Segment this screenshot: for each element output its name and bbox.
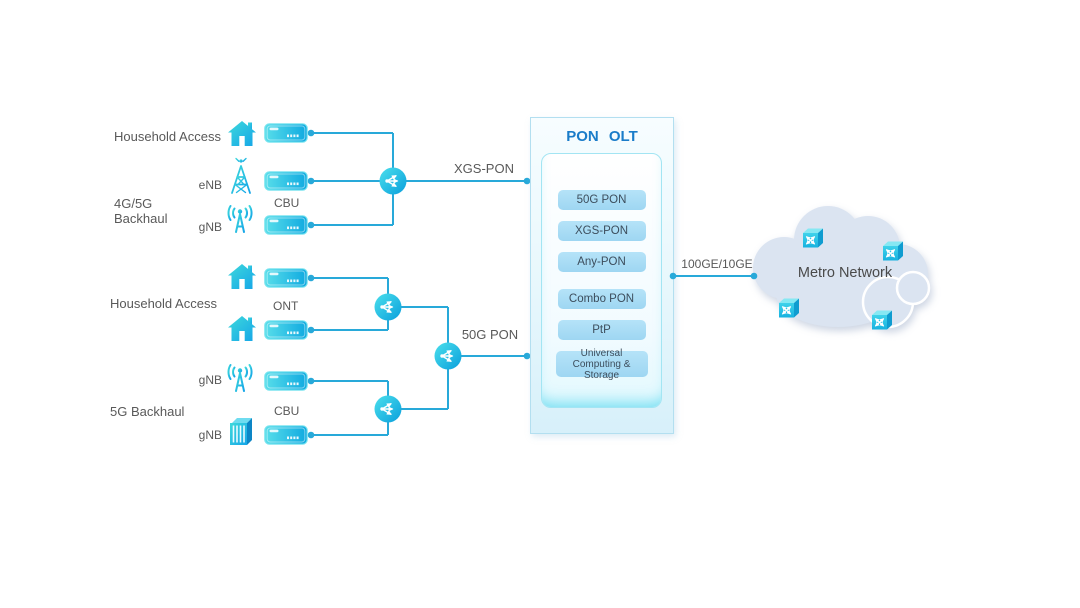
olt-module-combo-pon: Combo PON: [557, 289, 646, 309]
cbu-label-top: CBU: [274, 196, 300, 210]
pon-olt-chassis: 50G PON XGS-PON Any-PON Combo PON PtP Un…: [541, 153, 662, 408]
cell-tower-icon: [226, 157, 256, 200]
olt-module-list: 50G PON XGS-PON Any-PON Combo PON PtP Un…: [542, 190, 661, 381]
50g-pon-link-label: 50G PON: [461, 327, 519, 342]
antenna-icon: [227, 364, 253, 392]
xgs-pon-link-label: XGS-PON: [454, 161, 514, 176]
olt-module-50g-pon: 50G PON: [557, 190, 646, 210]
metro-network-label: Metro Network: [797, 265, 893, 281]
gnb-label-mid: gNB: [198, 373, 222, 387]
router-cube-icon: [777, 297, 801, 319]
cbu-label-bottom: CBU: [274, 404, 300, 418]
house-icon: [228, 264, 256, 289]
metro-uplink-label: 100GE/10GE: [681, 257, 753, 271]
ont-label: ONT: [273, 299, 299, 313]
olt-module-universal-computing: Universal Computing & Storage: [555, 348, 648, 381]
antenna-icon: [227, 205, 253, 233]
router-cube-icon: [801, 227, 825, 249]
cloud-shape: [753, 206, 931, 329]
ont-device-icon: [264, 320, 308, 340]
pon-olt-box: PON OLT 50G PON XGS-PON Any-PON Combo PO…: [530, 117, 674, 434]
household-access-label-top: Household Access: [114, 129, 221, 144]
ont-device-icon: [264, 268, 308, 288]
ont-device-icon: [264, 123, 308, 143]
olt-module-any-pon: Any-PON: [557, 252, 646, 272]
olt-module-xgs-pon: XGS-PON: [557, 221, 646, 241]
base-station-cabinet-icon: [229, 417, 253, 446]
optical-splitter-icon: [435, 343, 462, 370]
router-cube-icon: [881, 240, 905, 262]
backhaul-4g5g-label: 4G/5G Backhaul: [114, 196, 168, 226]
enb-label: eNB: [198, 178, 222, 192]
house-icon: [228, 316, 256, 341]
gnb-label-top: gNB: [198, 220, 222, 234]
backhaul-5g-label: 5G Backhaul: [110, 404, 185, 419]
olt-module-ptp: PtP: [557, 320, 646, 340]
cbu-device-icon: [264, 215, 308, 235]
cbu-device-icon: [264, 425, 308, 445]
optical-splitter-icon: [375, 396, 402, 423]
cbu-device-icon: [264, 171, 308, 191]
router-cube-icon: [870, 309, 894, 331]
cbu-device-icon: [264, 371, 308, 391]
household-access-label-mid: Household Access: [110, 296, 217, 311]
optical-splitter-icon: [375, 294, 402, 321]
optical-splitter-icon: [380, 168, 407, 195]
house-icon: [228, 121, 256, 146]
pon-olt-title: PON OLT: [566, 128, 638, 145]
gnb-label-bottom: gNB: [198, 428, 222, 442]
